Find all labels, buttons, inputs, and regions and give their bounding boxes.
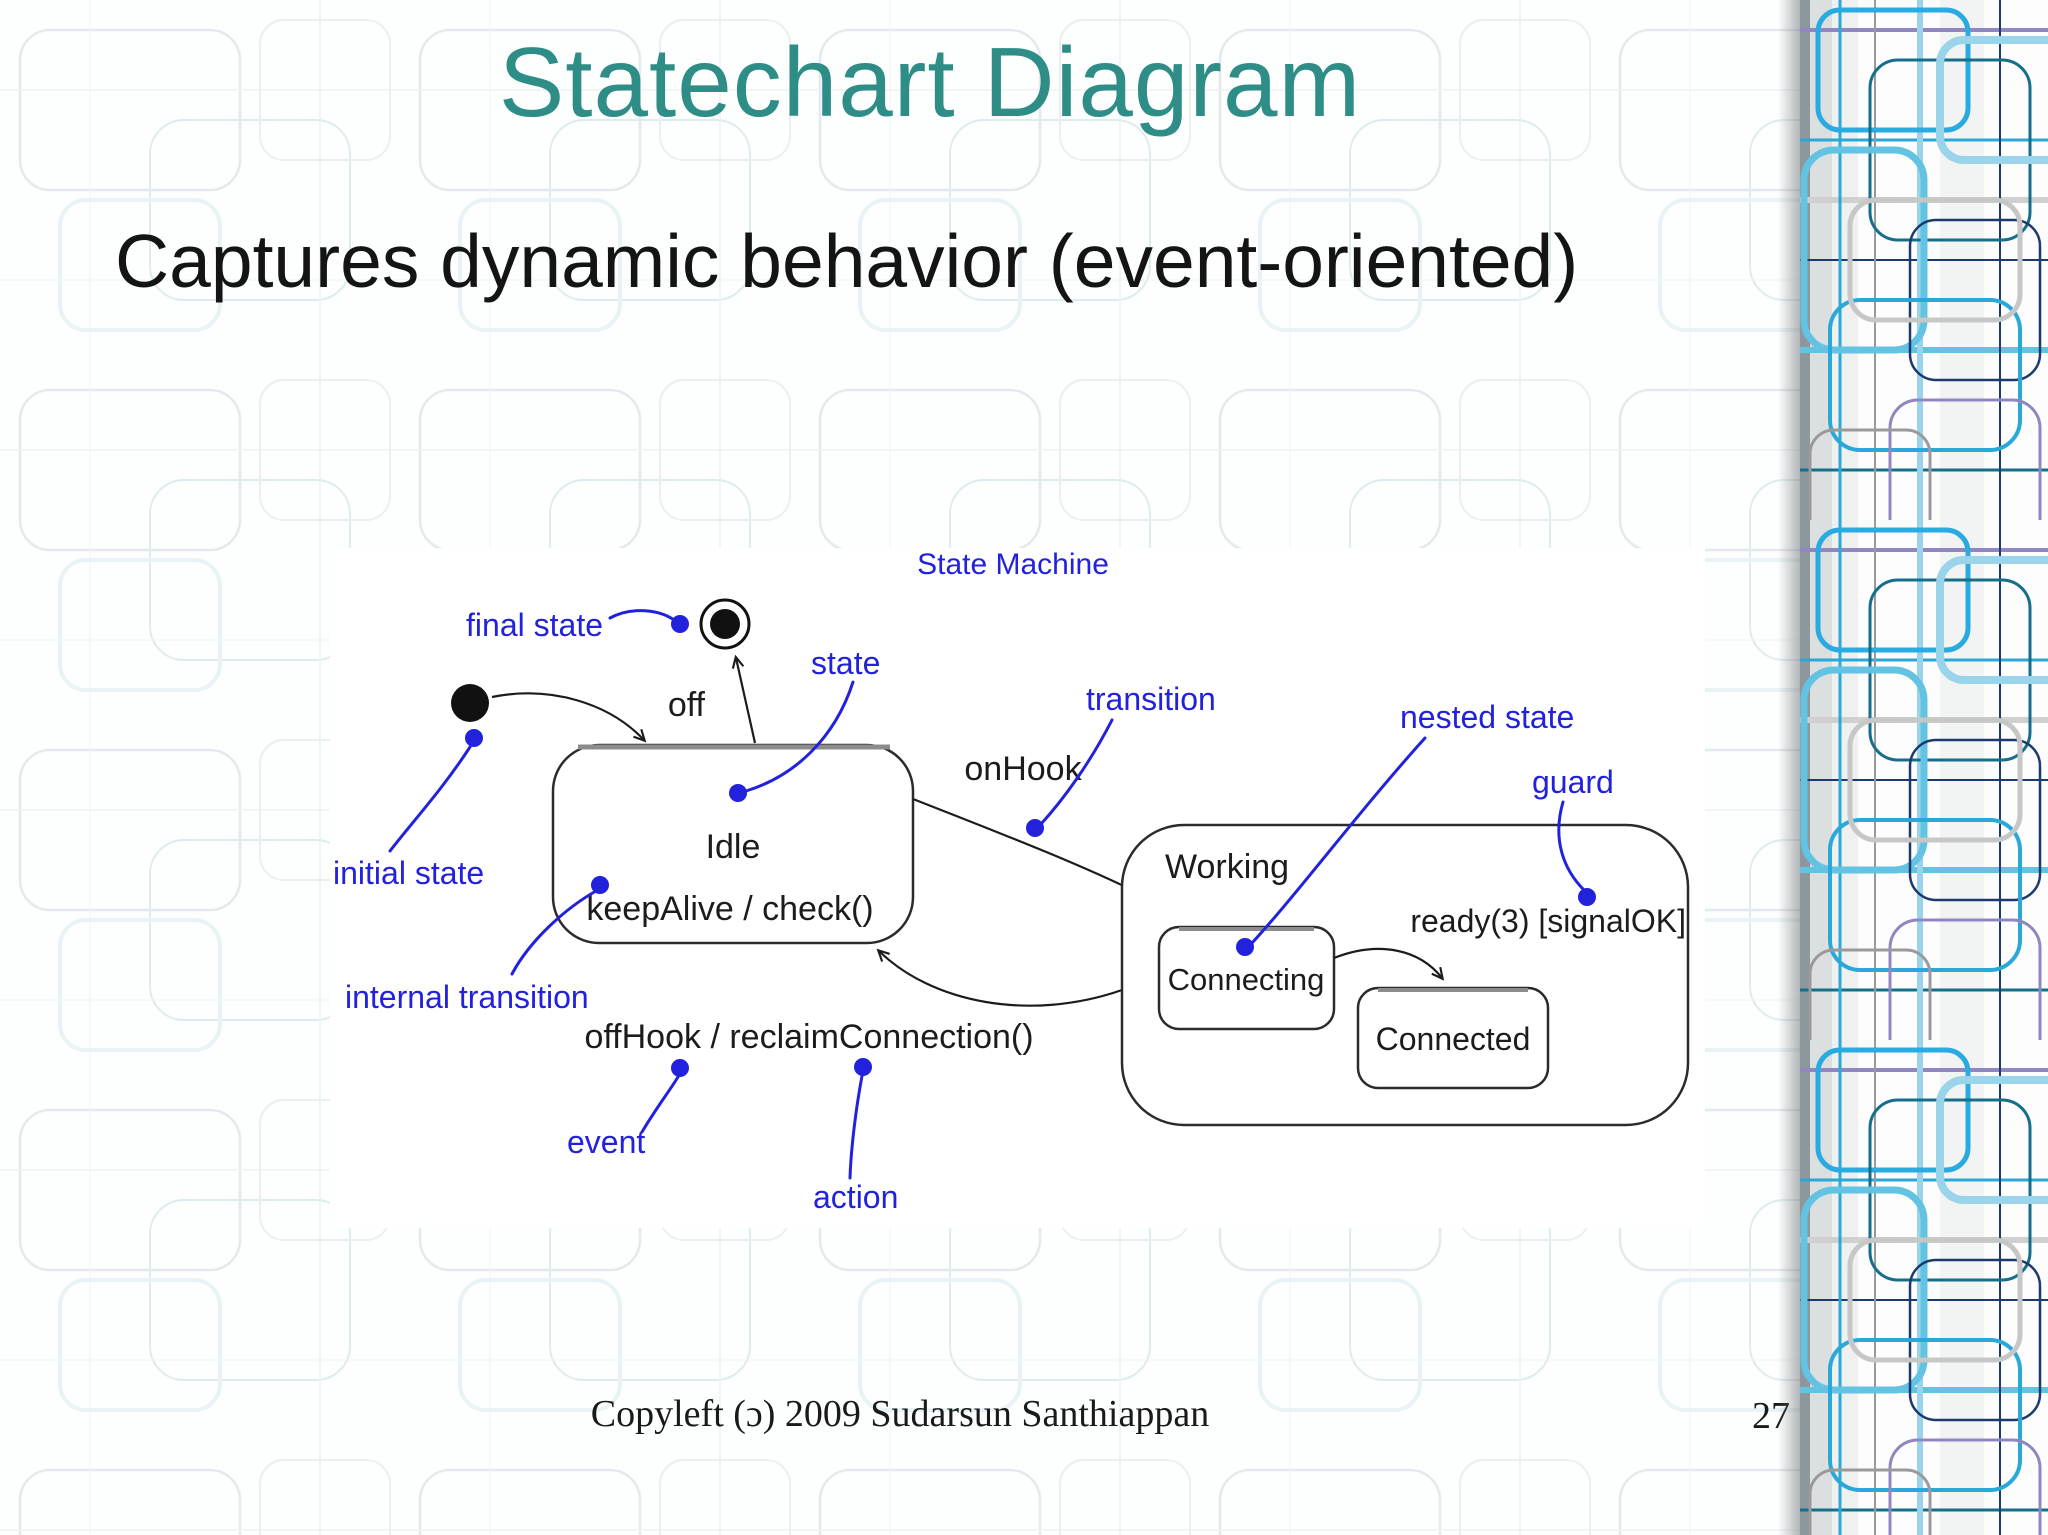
final-state-leader [608,609,676,622]
final-state-node [699,598,751,650]
connected-state-label: Connected [1376,1021,1531,1057]
initial-state-leader [388,745,472,853]
annotation-leaders [388,609,1586,1180]
annotation-initial-state: initial state [333,855,484,891]
action-dot [854,1058,872,1076]
guard-dot [1578,888,1596,906]
annotation-event: event [567,1124,645,1160]
nested-state-dot [1236,938,1254,956]
ready-transition-label: ready(3) [signalOK] [1410,903,1686,939]
transition-dot [1026,819,1044,837]
working-state-label: Working [1165,848,1289,886]
offhook-transition-arrow [879,951,1123,1007]
action-leader [848,1074,864,1180]
annotation-transition: transition [1086,681,1216,717]
circuit-strip [1800,0,2048,1535]
internal-transition-dot [591,876,609,894]
state-machine-caption: State Machine [917,548,1109,581]
state-leader [744,680,855,793]
annotation-guard: guard [1532,764,1614,800]
initial-state-dot [465,729,483,747]
event-dot [671,1059,689,1077]
slide-subtitle: Captures dynamic behavior (event-oriente… [115,219,1579,303]
annotation-action: action [813,1179,898,1215]
idle-internal-activity: keepAlive / check() [586,890,873,928]
initial-state-node [451,684,489,722]
event-leader [640,1075,680,1134]
annotation-state: state [811,645,880,681]
offhook-transition-label: offHook / reclaimConnection() [584,1018,1033,1056]
initial-transition-arrow [491,692,644,740]
guard-leader [1557,800,1586,892]
internal-transition-leader [510,889,598,976]
footer-credit: Copyleft (ɔ) 2009 Sudarsun Santhiappan [590,1393,1210,1435]
final-state-dot [671,615,689,633]
annotation-nested-state: nested state [1400,699,1574,735]
strip-shadow [1778,0,1800,1535]
off-transition-arrow [736,658,757,744]
connected-state-box: Connected [1356,986,1550,1090]
off-transition-label: off [668,686,706,724]
idle-state-box: Idle keepAlive / check() [551,743,915,945]
annotation-dots [465,615,1596,1077]
nested-state-leader [1250,736,1427,945]
idle-state-label: Idle [706,828,761,866]
connecting-state-box: Connecting [1157,925,1336,1031]
annotation-final-state: final state [466,607,603,643]
state-dot [729,784,747,802]
connecting-state-label: Connecting [1168,962,1325,997]
page-title: Statechart Diagram [498,27,1362,137]
onhook-transition-label: onHook [964,750,1082,788]
statechart-diagram: State Machine off Idle keepAlive / check… [330,548,1705,1228]
transition-leader [1039,718,1114,826]
ready-transition-arrow [1333,947,1442,978]
annotation-internal-transition: internal transition [345,979,589,1015]
